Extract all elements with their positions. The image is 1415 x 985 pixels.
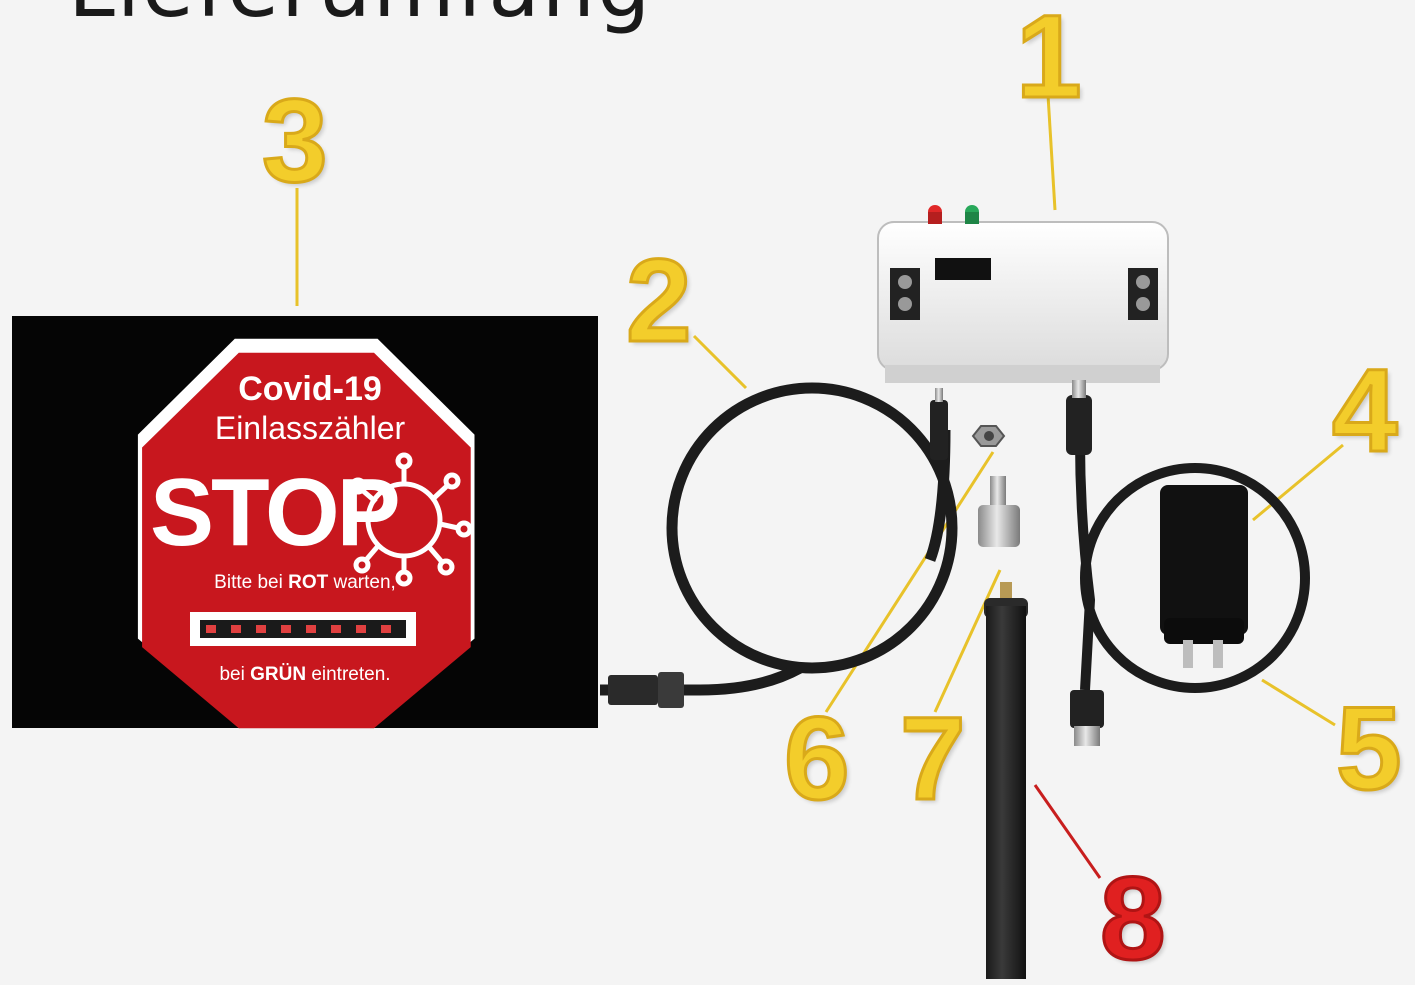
- sign-enter-instruction: bei GRÜN eintreten.: [180, 664, 430, 686]
- sign-wait-instruction: Bitte bei ROT warten,: [180, 572, 430, 594]
- led-strip: [200, 620, 406, 638]
- callout-6: 6: [784, 700, 850, 818]
- display-cable-coil: [672, 388, 952, 668]
- usb-a-plug: [1070, 690, 1104, 728]
- leader-line-8: [1035, 785, 1100, 878]
- wait-bold: ROT: [288, 572, 328, 593]
- enter-pre: bei: [219, 664, 250, 685]
- leader-line-6: [826, 452, 993, 712]
- callout-2: 2: [626, 242, 692, 360]
- micro-usb-plug: [1066, 395, 1092, 455]
- thread-adapter-top: [990, 476, 1006, 508]
- display-plug: [608, 675, 658, 705]
- sign-title: Covid-19: [230, 370, 390, 409]
- callout-1: 1: [1016, 0, 1082, 116]
- control-box-display: [935, 258, 991, 280]
- power-adapter: [1160, 485, 1248, 635]
- leader-line-5: [1262, 680, 1335, 725]
- callout-7: 7: [900, 700, 966, 818]
- leader-line-2: [694, 336, 746, 388]
- adapter-prong-right: [1213, 640, 1223, 668]
- sign-stop: STOP: [150, 458, 370, 568]
- callout-8: 8: [1100, 860, 1166, 978]
- wait-post: warten,: [328, 572, 396, 593]
- sign-subtitle: Einlasszähler: [200, 410, 420, 447]
- control-box: [878, 222, 1168, 370]
- callout-3: 3: [262, 82, 328, 200]
- wait-pre: Bitte bei: [214, 572, 288, 593]
- callout-5: 5: [1336, 690, 1402, 808]
- audio-jack-plug: [930, 400, 948, 460]
- enter-post: eintreten.: [306, 664, 391, 685]
- callout-4: 4: [1332, 352, 1398, 470]
- adapter-prong-left: [1183, 640, 1193, 668]
- mounting-rod: [986, 606, 1026, 979]
- thread-adapter-body: [978, 505, 1020, 547]
- leader-line-4: [1253, 445, 1343, 520]
- enter-bold: GRÜN: [250, 664, 306, 685]
